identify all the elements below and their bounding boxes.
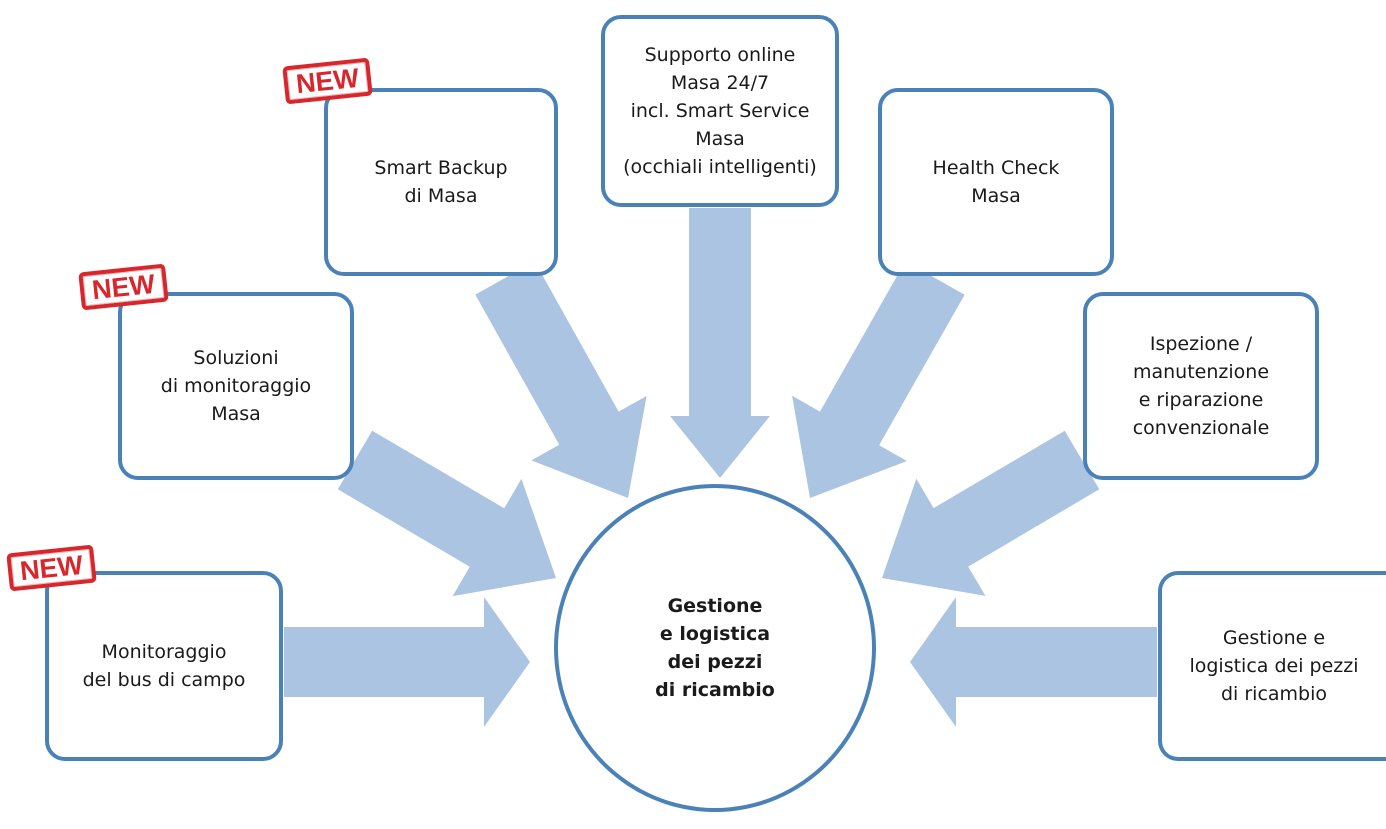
node-label: Soluzioni di monitoraggio Masa: [160, 347, 312, 425]
arrow-fieldbus: [284, 597, 530, 727]
node-label: Ispezione / manutenzione e riparazione c…: [1132, 333, 1270, 439]
node-health-check: Health Check Masa: [878, 88, 1114, 276]
arrow-smart-backup: [475, 261, 647, 498]
arrow-monitoring-solutions: [337, 430, 556, 597]
node-label: Monitoraggio del bus di campo: [82, 641, 246, 691]
arrow-health-check: [792, 261, 965, 498]
center-label: Gestione e logistica dei pezzi di ricamb…: [655, 595, 775, 701]
arrow-spare-parts: [910, 597, 1157, 727]
node-online-support: Supporto online Masa 24/7 incl. Smart Se…: [601, 15, 839, 207]
node-monitoring-solutions: Soluzioni di monitoraggio Masa: [118, 292, 354, 480]
node-smart-backup: Smart Backup di Masa: [324, 88, 558, 276]
center-node: Gestione e logistica dei pezzi di ricamb…: [554, 484, 876, 812]
node-label: Supporto online Masa 24/7 incl. Smart Se…: [623, 44, 817, 178]
node-inspection: Ispezione / manutenzione e riparazione c…: [1083, 292, 1319, 480]
node-label: Health Check Masa: [932, 157, 1060, 207]
node-label: Gestione e logistica dei pezzi di ricamb…: [1189, 627, 1359, 705]
node-label: Smart Backup di Masa: [374, 157, 508, 207]
arrow-inspection: [882, 430, 1100, 596]
node-fieldbus: Monitoraggio del bus di campo: [45, 571, 283, 761]
node-spare-parts: Gestione e logistica dei pezzi di ricamb…: [1158, 571, 1386, 761]
arrow-online-support: [670, 208, 770, 478]
